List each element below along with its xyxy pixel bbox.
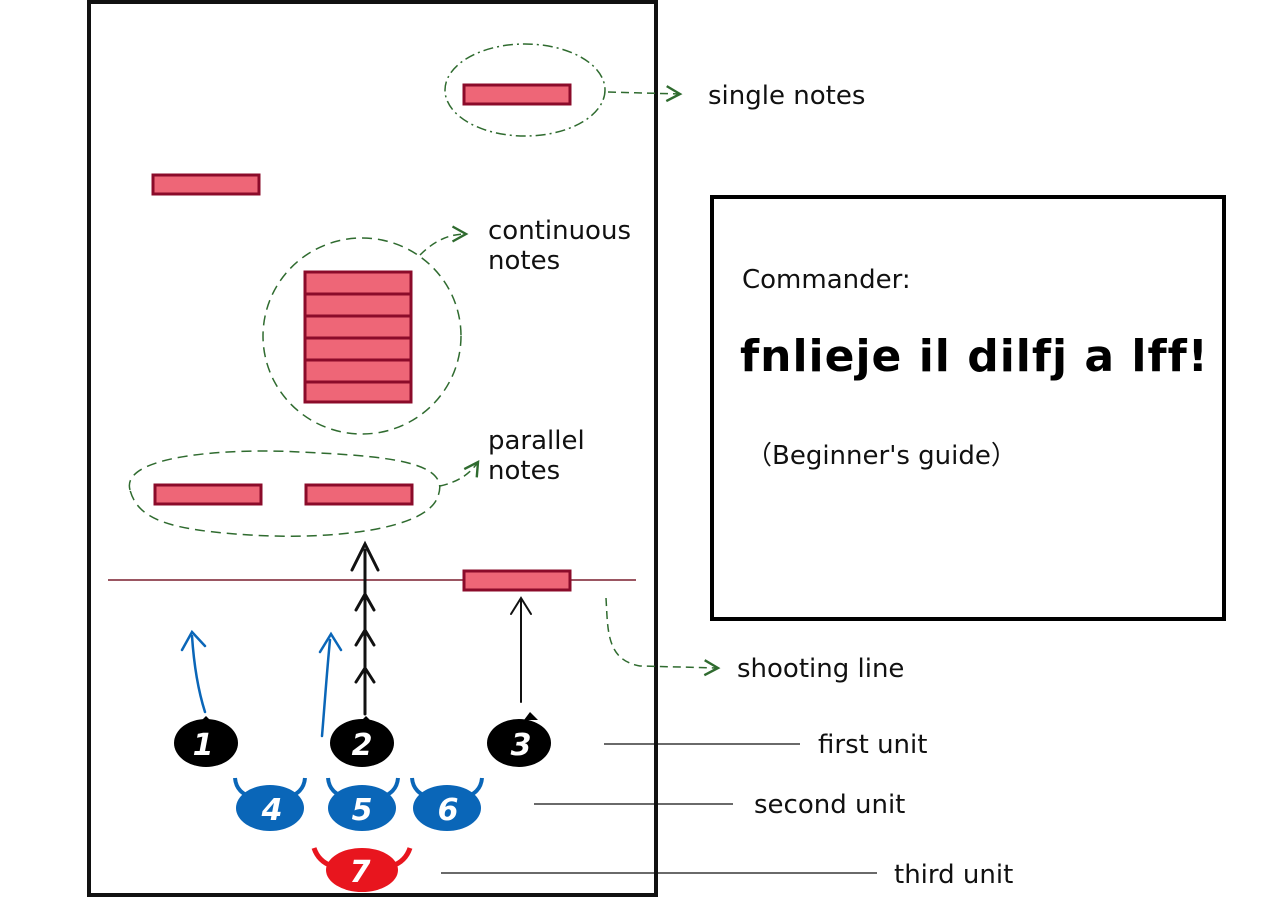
unit-2: 2 bbox=[330, 716, 394, 767]
shooting-line-arrow bbox=[605, 597, 721, 677]
unit-4: 4 bbox=[233, 777, 307, 831]
label-continuous-notes-line2: notes bbox=[488, 246, 560, 276]
unit-6: 6 bbox=[410, 777, 484, 831]
unit-2-arrow bbox=[350, 540, 380, 716]
continuous-notes-stack bbox=[303, 270, 413, 404]
unit-4-arrow bbox=[318, 631, 343, 738]
parallel-notes-outline bbox=[128, 450, 441, 537]
parallel-notes bbox=[153, 483, 414, 506]
label-parallel-notes-line2: notes bbox=[488, 456, 560, 486]
label-third-unit: third unit bbox=[894, 860, 1013, 890]
unit-5: 5 bbox=[326, 777, 400, 831]
unit-4-number: 4 bbox=[261, 793, 283, 828]
single-notes-arrow bbox=[607, 85, 683, 103]
unit-5-number: 5 bbox=[352, 793, 373, 828]
label-shooting-line: shooting line bbox=[737, 654, 904, 684]
commander-panel: Commander: fnlieje il dilfj a lff! （Begi… bbox=[710, 195, 1226, 621]
unit-7: 7 bbox=[311, 847, 413, 892]
unit-1-arrow bbox=[180, 629, 207, 714]
unit-3-arrow bbox=[510, 596, 532, 703]
unit-1-number: 1 bbox=[193, 728, 214, 763]
continuous-notes-arrow bbox=[419, 225, 469, 256]
parallel-notes-arrow bbox=[439, 459, 480, 487]
note-on-shooting-line bbox=[462, 569, 572, 592]
unit-3: 3 bbox=[487, 712, 551, 767]
label-first-unit: first unit bbox=[818, 730, 927, 760]
commander-label: Commander: bbox=[742, 265, 911, 295]
unit-7-number: 7 bbox=[350, 855, 371, 890]
unit-6-number: 6 bbox=[438, 793, 459, 828]
label-single-notes: single notes bbox=[708, 81, 865, 111]
unit-1: 1 bbox=[174, 716, 238, 767]
unit-2-number: 2 bbox=[352, 728, 373, 763]
beginners-guide-subtitle: （Beginner's guide） bbox=[746, 441, 1017, 471]
unit-3-number: 3 bbox=[511, 728, 532, 763]
single-note-left bbox=[151, 173, 261, 196]
single-notes-outline bbox=[444, 43, 606, 137]
commander-speech: fnlieje il dilfj a lff! bbox=[740, 331, 1209, 382]
single-note-top bbox=[462, 83, 572, 106]
continuous-notes-outline bbox=[262, 237, 462, 435]
label-parallel-notes-line1: parallel bbox=[488, 426, 585, 456]
label-continuous-notes-line1: continuous bbox=[488, 216, 631, 246]
label-second-unit: second unit bbox=[754, 790, 905, 820]
lane-frame bbox=[87, 0, 658, 897]
